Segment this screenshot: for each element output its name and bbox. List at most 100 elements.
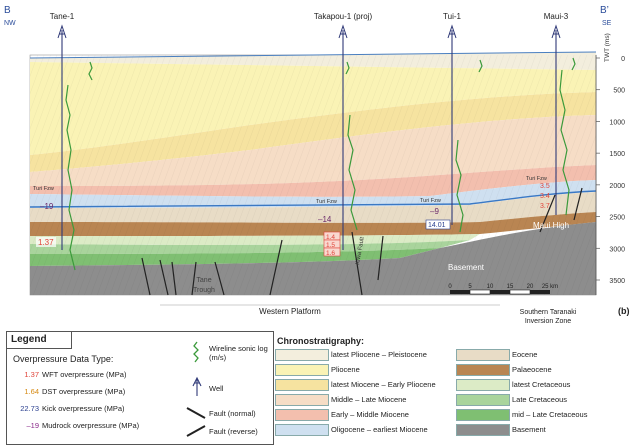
label-bg xyxy=(425,219,451,230)
tane-wft-overpressure: 1.37 xyxy=(38,238,54,247)
well-tane-1: Tane-1 xyxy=(50,12,75,250)
sonic-log-tane-1 xyxy=(65,84,76,271)
scale-tick-label: 25 km xyxy=(542,284,558,290)
seismic-texture xyxy=(30,55,596,295)
well-icon xyxy=(551,24,561,39)
section-right-direction: SE xyxy=(602,20,612,27)
maui-wft-values: 3.5 3.4 3.7 xyxy=(540,183,550,210)
takapou-wft-value: 1.6 xyxy=(326,250,335,257)
sonic-log-symbol xyxy=(193,341,199,363)
takapou-mudrock-overpressure: –14 xyxy=(318,215,332,224)
sonic-log-top xyxy=(345,61,350,75)
well-tui-1: Tui-1 xyxy=(443,12,462,225)
twt-tick-label: 1000 xyxy=(609,119,625,126)
overpressure-type-label: WFT overpressure (MPa) xyxy=(42,370,127,379)
fault-normal xyxy=(159,259,169,296)
takapou-wft-boxes: 1.4 1.5 1.6 xyxy=(323,231,341,257)
overpressure-heading: Overpressure Data Type: xyxy=(13,354,114,364)
legend-title: Legend xyxy=(7,332,72,349)
chrono-label: latest Cretaceous xyxy=(512,380,571,389)
tane-mudrock-overpressure: –19 xyxy=(40,202,54,211)
well-icon xyxy=(338,24,348,39)
chrono-label: latest Pliocene – Pleistocene xyxy=(331,350,427,359)
chrono-label: Middle – Late Miocene xyxy=(331,395,407,404)
southern-taranaki-label: Southern Taranaki xyxy=(520,309,577,316)
fault-reverse-symbol xyxy=(186,425,206,437)
label-bg xyxy=(36,237,56,247)
chrono-swatch xyxy=(275,424,329,436)
chrono-label: Early – Middle Miocene xyxy=(331,410,409,419)
fault-normal xyxy=(191,261,197,296)
maui-wft-value: 3.7 xyxy=(540,203,550,210)
chrono-swatch xyxy=(275,379,329,391)
scale-tick-label: 15 xyxy=(507,284,514,290)
fault-normal xyxy=(214,261,225,296)
scale-tick-label: 5 xyxy=(468,284,472,290)
overpressure-type-value: –19 xyxy=(26,421,39,430)
tui-kick-overpressure: 14.01 xyxy=(428,222,446,229)
well-label: Maui-3 xyxy=(544,12,569,21)
well-label: Takapou-1 (proj) xyxy=(314,12,373,21)
well-label: Tane-1 xyxy=(50,12,75,21)
fault-reverse-label: Fault (reverse) xyxy=(209,427,258,436)
sonic-log-takapou-1 xyxy=(347,114,358,231)
scale-tick-label: 0 xyxy=(448,284,452,290)
overpressure-type-label: Mudrock overpressure (MPa) xyxy=(42,421,140,430)
chrono-swatch xyxy=(275,409,329,421)
turi-fzw-label: Turi Fzw xyxy=(420,198,441,204)
chrono-swatch xyxy=(456,409,510,421)
twt-tick-label: 500 xyxy=(613,88,625,95)
chrono-label: Basement xyxy=(512,425,546,434)
twt-tick-label: 0 xyxy=(621,56,625,63)
maui-wft-value: 3.4 xyxy=(540,193,550,200)
overpressure-type-label: Kick overpressure (MPa) xyxy=(42,404,125,413)
fault-normal-label: Fault (normal) xyxy=(209,409,256,418)
chrono-label: Late Cretaceous xyxy=(512,395,568,404)
twt-tick-label: 2000 xyxy=(609,183,625,190)
seabed-line xyxy=(29,51,597,59)
kiwa-fault-label: Kiwa Fault xyxy=(355,236,366,265)
chrono-label: Palaeocene xyxy=(512,365,552,374)
well-icon xyxy=(57,24,67,39)
well-legend-label: Well xyxy=(209,384,224,393)
sonic-log-label: Wireline sonic log (m/s) xyxy=(209,344,268,362)
overpressure-type-value: 22.73 xyxy=(20,404,39,413)
overpressure-type-value: 1.64 xyxy=(24,387,39,396)
well-takapou-1: Takapou-1 (proj) xyxy=(314,12,373,250)
fault-normal-symbol xyxy=(186,407,206,419)
western-platform-label: Western Platform xyxy=(259,307,321,316)
chronostratigraphy-title: Chronostratigraphy: xyxy=(277,336,365,346)
faults xyxy=(141,187,583,296)
chrono-swatch xyxy=(456,364,510,376)
chronostratigraphy-legend: Chronostratigraphy: latest Pliocene – Pl… xyxy=(275,331,635,443)
maui-wft-value: 3.5 xyxy=(540,183,550,190)
well-maui-3: Maui-3 xyxy=(544,12,569,215)
basement-label: Basement xyxy=(448,263,485,272)
takapou-wft-value: 1.5 xyxy=(326,242,335,249)
maui-high-label: Maui High xyxy=(533,221,569,230)
well-symbol xyxy=(192,376,202,396)
sonic-log-maui-3 xyxy=(559,69,570,216)
twt-tick-label: 3000 xyxy=(609,246,625,253)
cross-section: B NW B’ SE xyxy=(4,5,630,325)
well-icon xyxy=(447,24,457,39)
fault-normal xyxy=(171,261,177,296)
twt-axis-title: TWT (ms) xyxy=(604,33,611,62)
chrono-swatch xyxy=(275,394,329,406)
chrono-label: Pliocene xyxy=(331,365,360,374)
chrono-swatch xyxy=(275,349,329,361)
twt-tick-label: 1500 xyxy=(609,151,625,158)
chrono-swatch xyxy=(456,394,510,406)
panel-label: (b) xyxy=(618,306,630,316)
tui-mudrock-overpressure: –9 xyxy=(430,207,439,216)
chrono-swatch xyxy=(456,424,510,436)
sonic-log-tui-1 xyxy=(455,139,464,233)
fault-normal xyxy=(573,187,583,221)
scale-tick-label: 20 xyxy=(527,284,534,290)
